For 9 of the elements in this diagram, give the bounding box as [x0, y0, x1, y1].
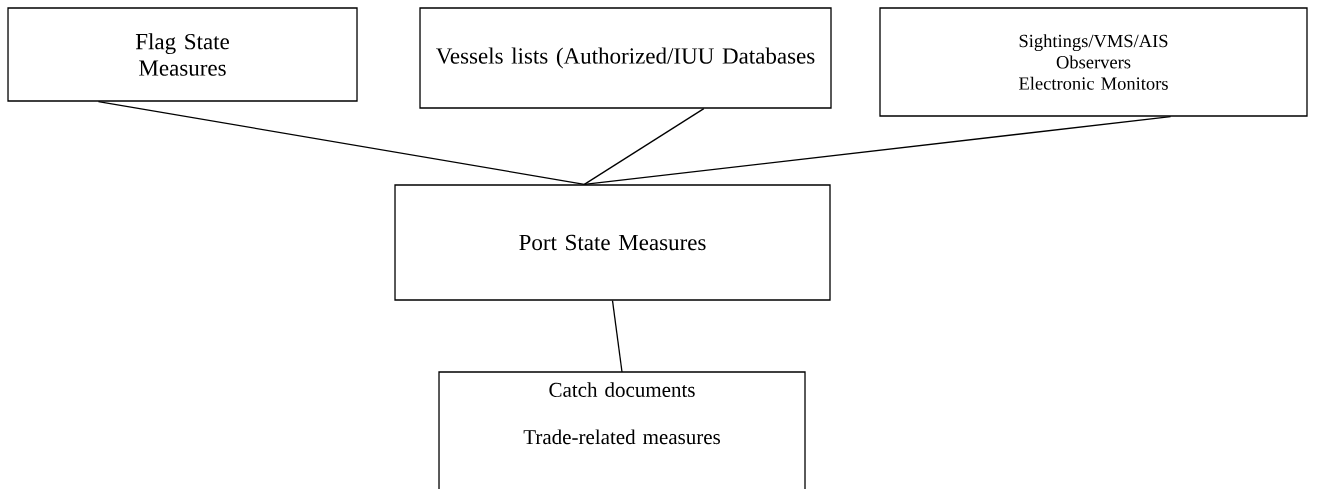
connector-line — [583, 116, 1172, 185]
process-box: Sightings/VMS/AIS Observers Electronic Monitors — [879, 7, 1308, 117]
connector-line — [97, 101, 585, 185]
connector-line — [611, 300, 623, 373]
process-box: Port State Measures — [394, 184, 831, 301]
process-box: Flag State Measures — [7, 7, 358, 102]
connector-line — [583, 108, 705, 185]
process-box: Vessels lists (Authorized/IUU Databases — [419, 7, 832, 109]
process-box: Catch documents Trade-related measures — [438, 371, 806, 489]
